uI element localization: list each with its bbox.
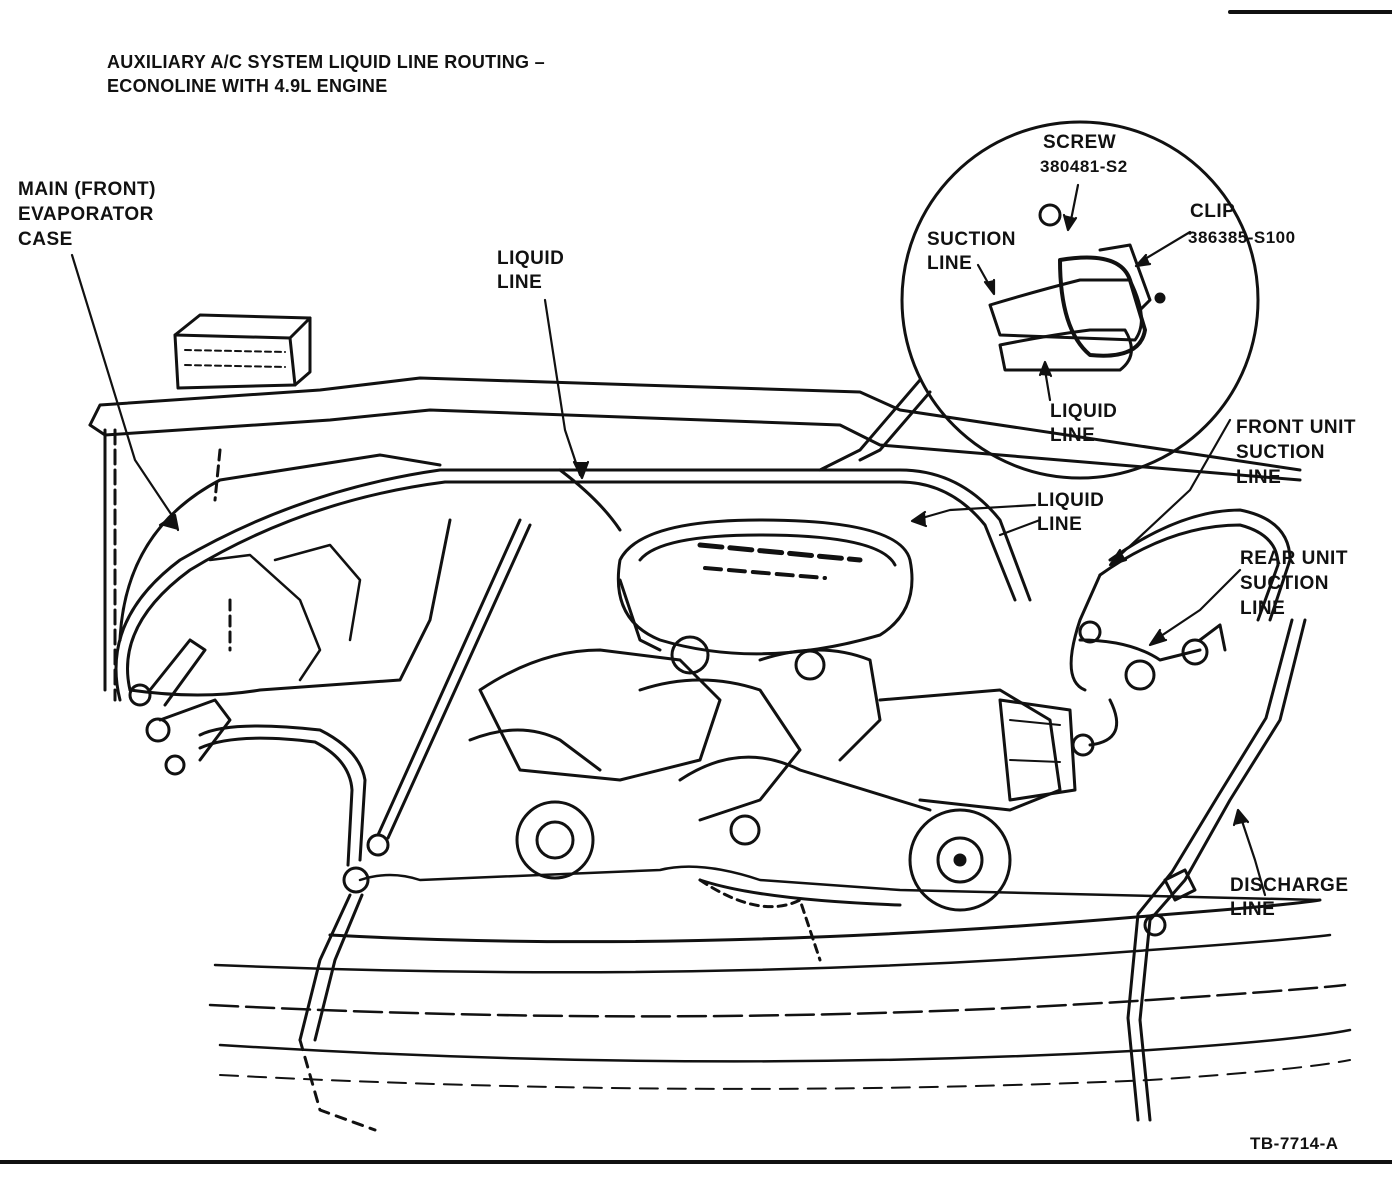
label-main-evaporator-line3: CASE: [18, 229, 73, 250]
engine-pulleys: [515, 755, 1012, 912]
label-suction-line-inset-line1: SUCTION: [927, 229, 1016, 250]
lower-liquid-line: [198, 518, 532, 1042]
label-front-unit-suction-line2: SUCTION: [1236, 442, 1325, 463]
clip-detail-inset: [818, 120, 1260, 480]
evaporator-box-icon: [173, 313, 312, 390]
label-suction-line-inset-line2: LINE: [927, 253, 973, 274]
diagram-title-line2: ECONOLINE WITH 4.9L ENGINE: [107, 76, 388, 96]
label-liquid-line-right-line1: LIQUID: [1037, 490, 1105, 511]
front-bumper: [208, 865, 1352, 1132]
label-liquid-line-right-line2: LINE: [1037, 514, 1083, 535]
firewall-cowl: [88, 376, 1302, 702]
diagram-title-line1: AUXILIARY A/C SYSTEM LIQUID LINE ROUTING…: [107, 52, 545, 72]
label-rear-unit-suction-line1: REAR UNIT: [1240, 548, 1348, 569]
evaporator-fittings: [128, 638, 232, 776]
rear-suction-line: [1071, 623, 1227, 757]
label-main-evaporator-line2: EVAPORATOR: [18, 204, 154, 225]
label-clip-line1: CLIP: [1190, 201, 1236, 222]
discharge-line: [1126, 618, 1307, 1122]
label-clip-part-number: 386385-S100: [1188, 228, 1296, 247]
label-discharge-line-line1: DISCHARGE: [1230, 875, 1349, 896]
label-screw-part-number: 380481-S2: [1040, 157, 1128, 176]
evaporator-case: [118, 448, 452, 697]
leader-lines: [70, 183, 1267, 897]
front-suction-line: [1069, 508, 1292, 692]
air-cleaner: [616, 518, 914, 656]
label-rear-unit-suction-line3: LINE: [1240, 598, 1286, 619]
label-liquid-line-top-line2: LINE: [497, 272, 543, 293]
label-front-unit-suction-line1: FRONT UNIT: [1236, 417, 1357, 438]
compressor: [998, 698, 1077, 802]
label-screw-line1: SCREW: [1043, 132, 1117, 153]
label-discharge-line-line2: LINE: [1230, 899, 1276, 920]
label-main-evaporator-line1: MAIN (FRONT): [18, 179, 156, 200]
figure-code: TB-7714-A: [1250, 1134, 1339, 1153]
label-front-unit-suction-line3: LINE: [1236, 467, 1282, 488]
label-liquid-line-top-line1: LIQUID: [497, 248, 565, 269]
engine-block: [468, 578, 1062, 822]
label-liquid-line-inset-line1: LIQUID: [1050, 401, 1118, 422]
label-rear-unit-suction-line2: SUCTION: [1240, 573, 1329, 594]
liquid-line-route: [114, 468, 1032, 702]
label-liquid-line-inset-line2: LINE: [1050, 425, 1096, 446]
